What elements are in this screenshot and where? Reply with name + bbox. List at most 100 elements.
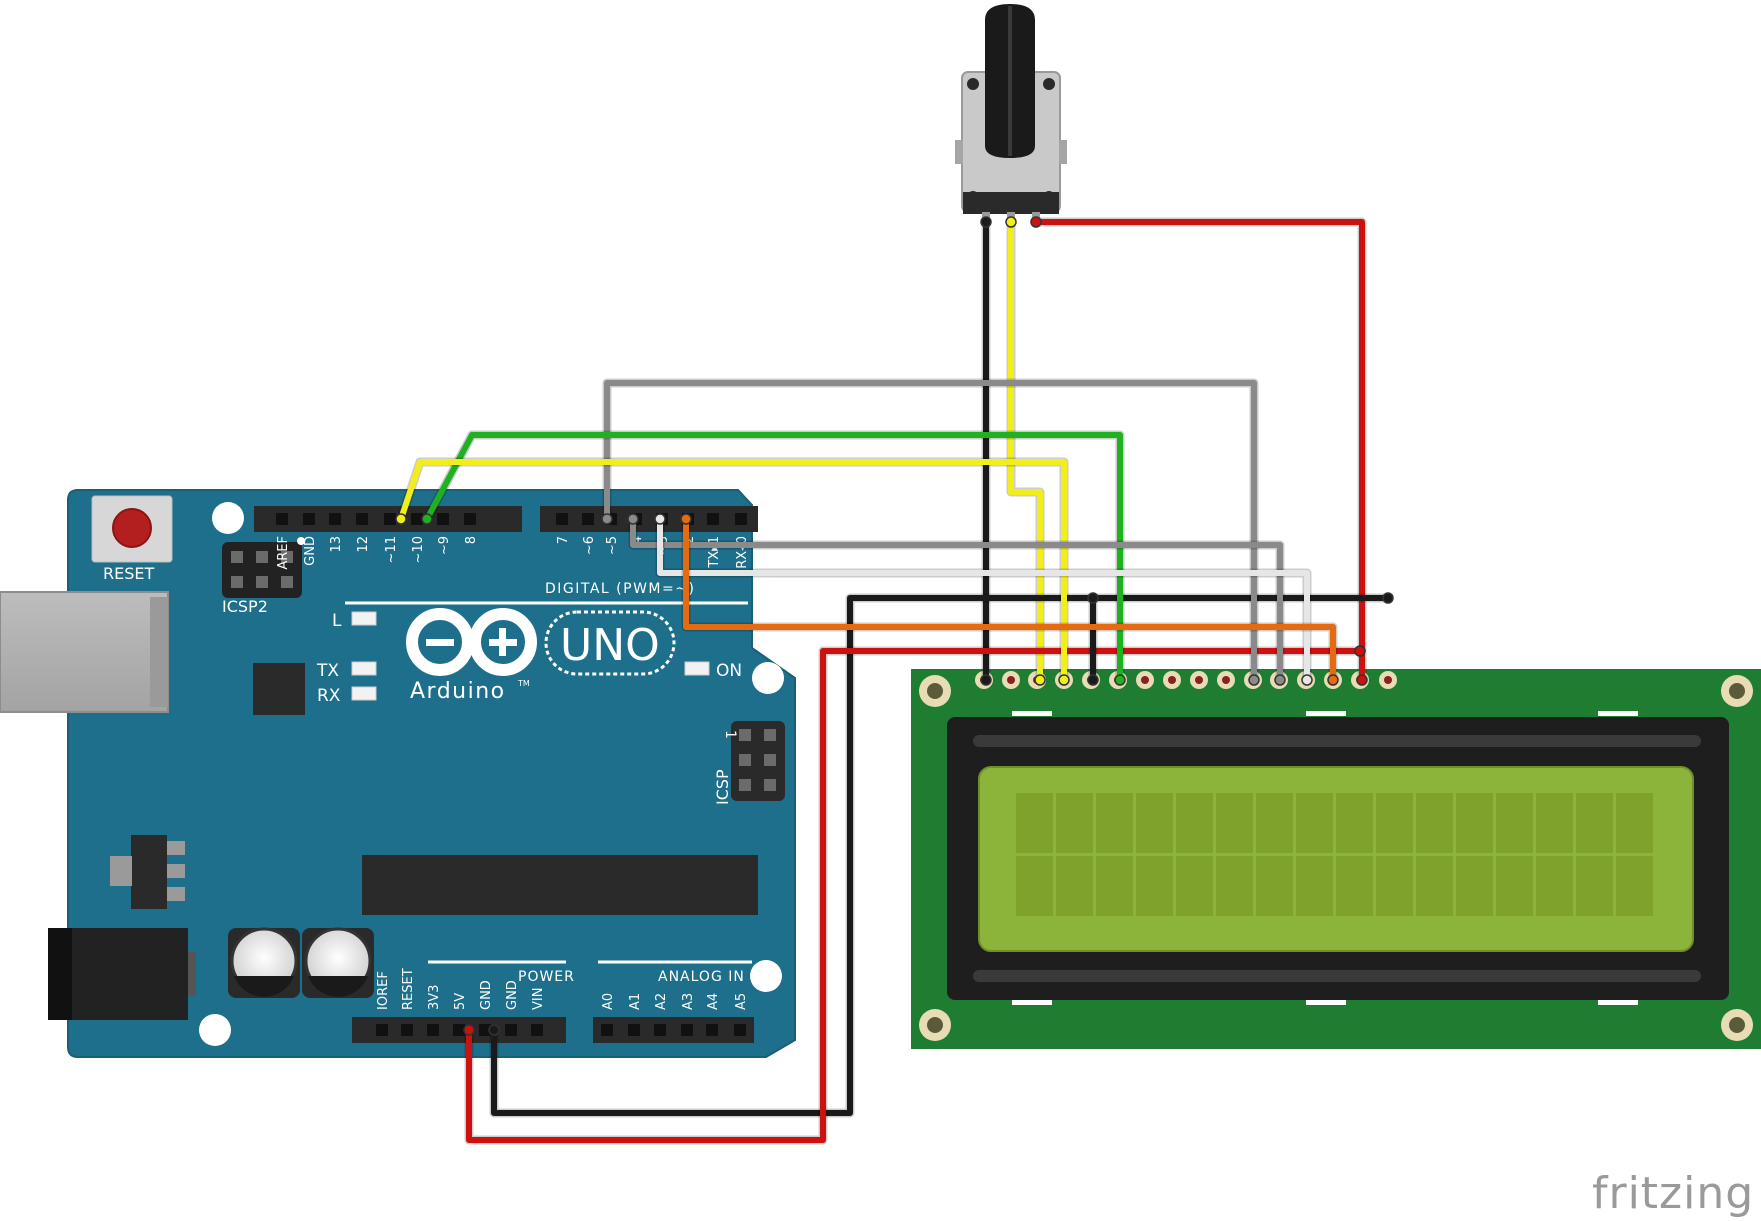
lcd-char-cell: [1216, 793, 1253, 853]
lcd-char-cell: [1016, 793, 1053, 853]
pin-label: 4: [630, 536, 645, 544]
lcd-char-cell: [1496, 856, 1533, 916]
header-pin[interactable]: [735, 513, 747, 525]
wire-endpoint: [1005, 216, 1017, 228]
header-pin[interactable]: [601, 1024, 613, 1036]
wire-endpoint: [601, 513, 613, 525]
board-outline: [67, 489, 796, 1058]
wire-endpoint: [980, 674, 992, 686]
wire-endpoint: [1382, 592, 1394, 604]
pin-label: RESET: [401, 968, 416, 1010]
pin-label: A3: [681, 993, 696, 1010]
led-rx: [351, 686, 377, 701]
reset-button[interactable]: [91, 495, 173, 563]
header-pin[interactable]: [411, 513, 423, 525]
header-pin[interactable]: [734, 1024, 746, 1036]
header-pin[interactable]: [464, 513, 476, 525]
lcd-char-cell: [1376, 856, 1413, 916]
lcd-pin-hole: [1195, 676, 1203, 684]
wire-endpoint: [654, 513, 666, 525]
header-pin[interactable]: [401, 1024, 413, 1036]
wire-endpoint: [421, 513, 433, 525]
wire-d11-enable[interactable]: [424, 432, 1123, 683]
icsp-header: [731, 721, 785, 801]
header-pin[interactable]: [384, 513, 396, 525]
lcd-char-cell: [1296, 793, 1333, 853]
header-pin[interactable]: [582, 513, 594, 525]
lcd-char-cell: [1456, 856, 1493, 916]
power-label: POWER: [518, 969, 575, 985]
pin-label: GND: [479, 980, 494, 1010]
pin-label: ~6: [582, 536, 597, 555]
icsp-label: ICSP: [713, 769, 732, 805]
wire-d2[interactable]: [683, 516, 1336, 683]
header-pin[interactable]: [681, 1024, 693, 1036]
lcd-char-cell: [1136, 856, 1173, 916]
pin-label: 13: [329, 536, 344, 553]
lcd-char-cell: [1096, 793, 1133, 853]
lcd-char-cell: [1056, 793, 1093, 853]
lcd-char-cell: [1136, 793, 1173, 853]
header-pin[interactable]: [376, 1024, 388, 1036]
header-pin[interactable]: [556, 513, 568, 525]
header-pin[interactable]: [654, 1024, 666, 1036]
header-pin[interactable]: [303, 513, 315, 525]
header-pin[interactable]: [276, 513, 288, 525]
led-tx-label: TX: [316, 661, 339, 681]
lcd-char-cell: [1616, 856, 1653, 916]
lcd-char-cell: [1336, 856, 1373, 916]
header-pin[interactable]: [329, 513, 341, 525]
reset-label: RESET: [103, 564, 154, 583]
lcd-char-cell: [1576, 793, 1613, 853]
wire-endpoint: [980, 216, 992, 228]
usb-chip: [253, 663, 305, 715]
wire-endpoint: [1058, 674, 1070, 686]
lcd-char-cell: [1176, 793, 1213, 853]
fritzing-watermark: fritzing: [1592, 1168, 1754, 1219]
led-l-label: L: [332, 611, 342, 631]
wire-pot-wiper[interactable]: [1008, 219, 1043, 683]
pin-label: VIN: [531, 988, 546, 1010]
wire-endpoint: [1087, 592, 1099, 604]
header-pin[interactable]: [427, 1024, 439, 1036]
wire-pot-vcc[interactable]: [1033, 219, 1365, 683]
lcd-pin-hole: [1168, 676, 1176, 684]
lcd-char-cell: [1456, 793, 1493, 853]
header-pin[interactable]: [505, 1024, 517, 1036]
pin-label: ~5: [605, 536, 620, 555]
wire-endpoint: [488, 1024, 500, 1036]
wire-endpoint: [1327, 674, 1339, 686]
pin-label: ~9: [437, 536, 452, 555]
lcd-char-cell: [1296, 856, 1333, 916]
pin-label: A0: [601, 993, 616, 1010]
lcd-char-cell: [1376, 793, 1413, 853]
lcd-char-cell: [1576, 856, 1613, 916]
lcd-char-cell: [1016, 856, 1053, 916]
lcd-char-cell: [1216, 856, 1253, 916]
wire-5v-rail[interactable]: [466, 648, 1363, 1143]
analog-header: [593, 1017, 754, 1043]
pin-label: GND: [303, 536, 318, 566]
lcd-char-cell: [1256, 793, 1293, 853]
wire-endpoint: [680, 513, 692, 525]
uno-label: UNO: [560, 620, 660, 671]
header-pin[interactable]: [437, 513, 449, 525]
wire-endpoint: [1248, 674, 1260, 686]
pin-label: A1: [628, 993, 643, 1010]
mounting-hole: [752, 662, 784, 694]
header-pin[interactable]: [706, 1024, 718, 1036]
lcd-character-grid: [1016, 793, 1653, 916]
wire-d4[interactable]: [630, 516, 1283, 683]
header-pin[interactable]: [479, 1024, 491, 1036]
wire-gnd-rail[interactable]: [491, 595, 1391, 1116]
wire-d5[interactable]: [604, 380, 1257, 683]
led-tx: [351, 661, 377, 676]
header-pin[interactable]: [628, 1024, 640, 1036]
arduino-logo: [406, 608, 676, 676]
wire-pot-vcc-shadow: [1031, 217, 1367, 685]
header-pin[interactable]: [531, 1024, 543, 1036]
header-pin[interactable]: [356, 513, 368, 525]
led-on: [684, 661, 710, 676]
header-pin[interactable]: [707, 513, 719, 525]
header-pin[interactable]: [453, 1024, 465, 1036]
